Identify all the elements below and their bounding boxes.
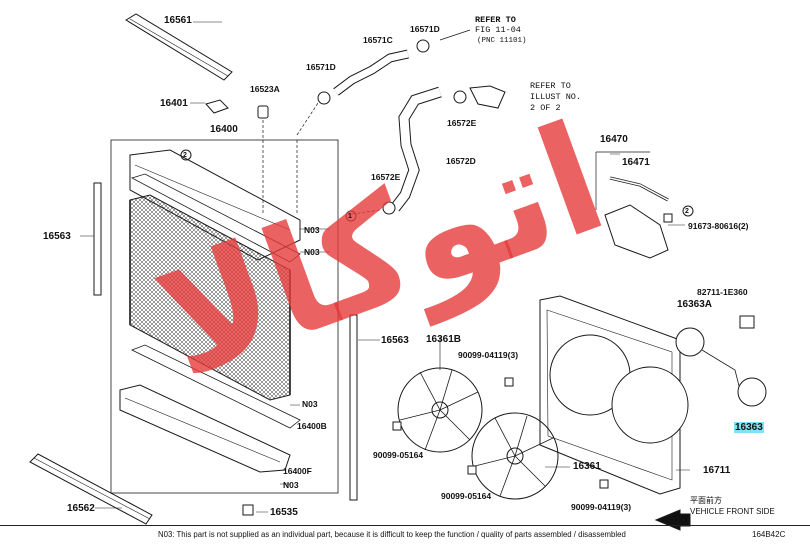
radiator-assembly-box — [110, 139, 339, 494]
circled-1: 1 — [348, 213, 352, 220]
refer-fig-line2[interactable]: FIG 11-04 — [475, 25, 521, 35]
label-16711[interactable]: 16711 — [703, 465, 731, 476]
label-16572E-top[interactable]: 16572E — [447, 118, 477, 128]
label-n03-d[interactable]: N03 — [283, 480, 299, 490]
label-16363A[interactable]: 16363A — [677, 299, 713, 310]
label-16471[interactable]: 16471 — [622, 157, 650, 168]
vehicle-front-side-note: 平面前方 VEHICLE FRONT SIDE — [690, 495, 775, 517]
label-16400[interactable]: 16400 — [210, 124, 238, 135]
label-n03-c[interactable]: N03 — [302, 399, 318, 409]
label-90099-04119-b[interactable]: 90099-04119(3) — [571, 502, 632, 512]
label-16363[interactable]: 16363 — [734, 422, 764, 433]
circled-2-a: 2 — [183, 152, 187, 159]
refer-fig-line3: (PNC 11101) — [477, 37, 527, 45]
label-16563-mid[interactable]: 16563 — [381, 335, 409, 346]
footnote-n03: N03: This part is not supplied as an ind… — [158, 530, 626, 539]
label-16361B[interactable]: 16361B — [426, 334, 462, 345]
label-16571D-mid[interactable]: 16571D — [306, 62, 336, 72]
label-n03-a[interactable]: N03 — [304, 225, 320, 235]
seal-16563-left — [93, 182, 102, 296]
label-16563-left[interactable]: 16563 — [43, 231, 71, 242]
clamp-16571D-top — [416, 39, 430, 53]
label-16561[interactable]: 16561 — [164, 15, 192, 26]
footer-divider — [0, 525, 810, 526]
fan-motor-16363A — [675, 327, 705, 357]
refer-fig-line1: REFER TO — [475, 15, 516, 25]
fan-16361B — [397, 367, 483, 453]
vehicle-front-arrow — [654, 509, 691, 531]
label-n03-b[interactable]: N03 — [304, 247, 320, 257]
refer-illust-line1: REFER TO — [530, 81, 571, 91]
clamp-16572E-top — [453, 90, 467, 104]
label-16363-text: 16363 — [734, 422, 764, 433]
label-16400B[interactable]: 16400B — [297, 421, 327, 431]
fan-16361 — [471, 412, 559, 500]
label-16400F[interactable]: 16400F — [283, 466, 312, 476]
label-16572D[interactable]: 16572D — [446, 156, 476, 166]
refer-illust-line2: ILLUST NO. — [530, 92, 582, 102]
label-16401[interactable]: 16401 — [160, 98, 188, 109]
seal-16563-mid — [349, 314, 358, 501]
label-16571C[interactable]: 16571C — [363, 35, 393, 45]
label-90099-05164-b[interactable]: 90099-05164 — [441, 491, 492, 501]
seal-16561 — [125, 13, 233, 81]
label-16470[interactable]: 16470 — [600, 134, 628, 145]
label-16562[interactable]: 16562 — [67, 503, 95, 514]
figure-code: 164B42C — [752, 530, 786, 539]
reservoir-tank-16470 — [604, 204, 669, 259]
seal-16562 — [29, 453, 153, 525]
lower-tank — [119, 384, 291, 473]
label-16572E-mid[interactable]: 16572E — [371, 172, 401, 182]
front-side-en: VEHICLE FRONT SIDE — [690, 507, 775, 516]
front-side-jp: 平面前方 — [690, 496, 722, 505]
label-82711-1E360[interactable]: 82711-1E360 — [697, 287, 748, 297]
label-91673-80616[interactable]: 91673-80616(2) — [688, 221, 749, 231]
label-16361[interactable]: 16361 — [573, 461, 601, 472]
label-16523A[interactable]: 16523A — [250, 84, 280, 94]
fan-motor-16363 — [737, 377, 767, 407]
label-16535[interactable]: 16535 — [270, 507, 298, 518]
circled-2-b: 2 — [685, 208, 689, 215]
label-90099-04119-a[interactable]: 90099-04119(3) — [458, 350, 519, 360]
label-90099-05164-a[interactable]: 90099-05164 — [373, 450, 424, 460]
radiator-cap-16401 — [205, 99, 229, 114]
clamp-16572E-mid — [382, 201, 396, 215]
label-16571D-top[interactable]: 16571D — [410, 24, 440, 34]
refer-illust-line3: 2 OF 2 — [530, 103, 561, 113]
clamp-16571D-mid — [317, 91, 331, 105]
